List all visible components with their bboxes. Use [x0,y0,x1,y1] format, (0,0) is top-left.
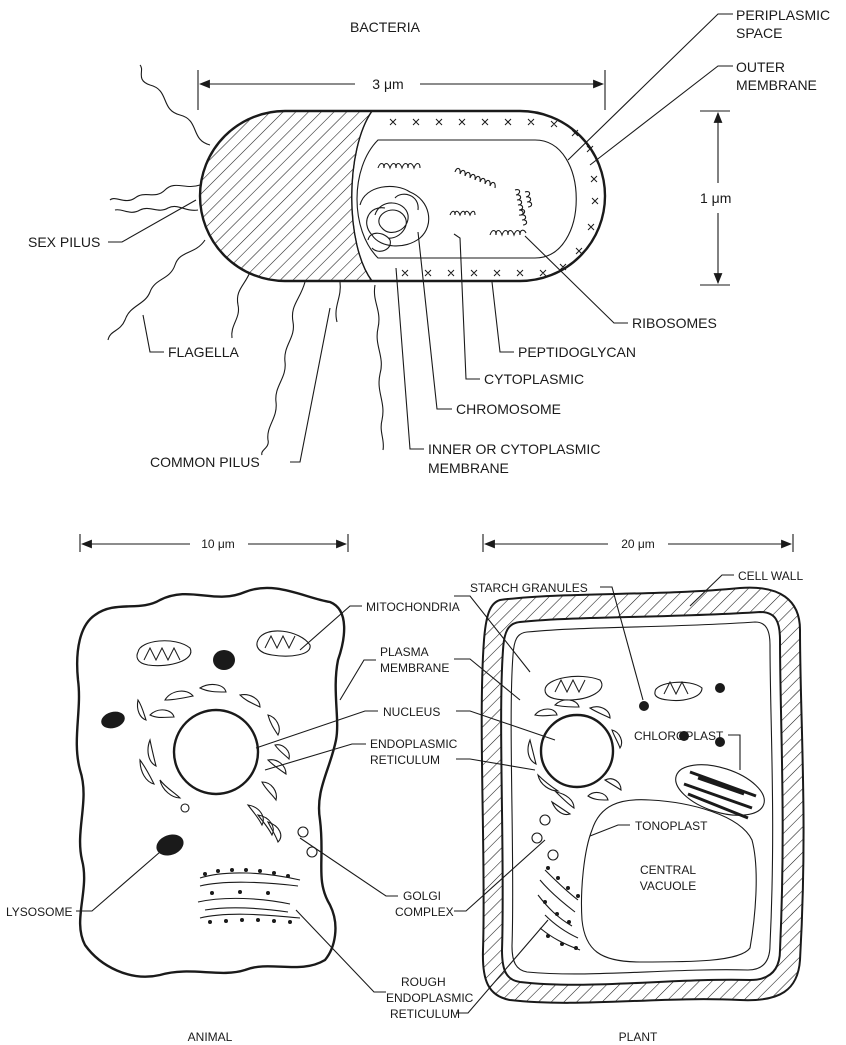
bacteria-width-dimension: 3 μm [198,70,605,110]
animal-width-label: 10 μm [201,537,235,551]
label-nucleus: NUCLEUS [383,705,440,719]
animal-title: ANIMAL [188,1030,233,1044]
label-peptidoglycan: PEPTIDOGLYCAN [518,344,636,360]
label-inner-membrane: INNER OR CYTOPLASMIC [428,441,600,457]
plant-nucleus [541,715,613,787]
animal-lysosomes [99,650,235,859]
label-central: CENTRAL [640,863,696,877]
label-periplasmic-space: SPACE [736,25,782,41]
plant-mitochondria [545,676,702,700]
label-starch-granules: STARCH GRANULES [470,581,588,595]
animal-width-dimension: 10 μm [80,534,348,552]
plant-rough-er [538,866,580,950]
label-common-pilus: COMMON PILUS [150,454,260,470]
label-plasma-membrane: MEMBRANE [380,661,449,675]
plant-title: PLANT [619,1030,658,1044]
plant-width-label: 20 μm [621,537,655,551]
bacteria-figure: BACTERIA 3 μm 1 μm [28,7,830,476]
label-inner-membrane-2: MEMBRANE [428,460,509,476]
animal-rough-er [198,868,300,924]
label-cell-wall: CELL WALL [738,569,803,583]
label-mitochondria: MITOCHONDRIA [366,600,460,614]
label-rough-reticulum: RETICULUM [390,1007,460,1021]
label-chromosome: CHROMOSOME [456,401,561,417]
label-outer-membrane: MEMBRANE [736,77,817,93]
label-ribosomes: RIBOSOMES [632,315,717,331]
label-rough-endoplasmic: ENDOPLASMIC [386,991,474,1005]
bacteria-height-dimension: 1 μm [700,111,731,285]
label-reticulum: RETICULUM [370,753,440,767]
bacteria-width-label: 3 μm [372,76,403,92]
bacteria-cell-wall-section [200,111,372,281]
label-flagella: FLAGELLA [168,344,239,360]
label-vacuole: VACUOLE [640,879,696,893]
plant-cell-figure: 20 μm [454,534,804,1044]
animal-nucleus [174,710,258,794]
label-outer: OUTER [736,59,785,75]
plant-endoplasmic-reticulum [528,700,622,860]
label-endoplasmic: ENDOPLASMIC [370,737,458,751]
label-golgi-complex: COMPLEX [395,905,454,919]
plant-width-dimension: 20 μm [483,534,793,552]
label-chloroplast: CHLOROPLAST [634,729,724,743]
label-golgi: GOLGI [403,889,441,903]
label-rough: ROUGH [401,975,446,989]
bacteria-title: BACTERIA [350,19,421,35]
label-lysosome: LYSOSOME [6,905,72,919]
label-sex-pilus: SEX PILUS [28,234,100,250]
label-tonoplast: TONOPLAST [635,819,708,833]
label-periplasmic: PERIPLASMIC [736,7,830,23]
label-plasma: PLASMA [380,645,429,659]
animal-leader-lines [76,606,398,992]
plant-plasma-membrane [511,622,773,974]
label-cytoplasmic: CYTOPLASMIC [484,371,584,387]
animal-cell-figure: 10 μm [6,534,474,1044]
bacteria-height-label: 1 μm [700,190,731,206]
